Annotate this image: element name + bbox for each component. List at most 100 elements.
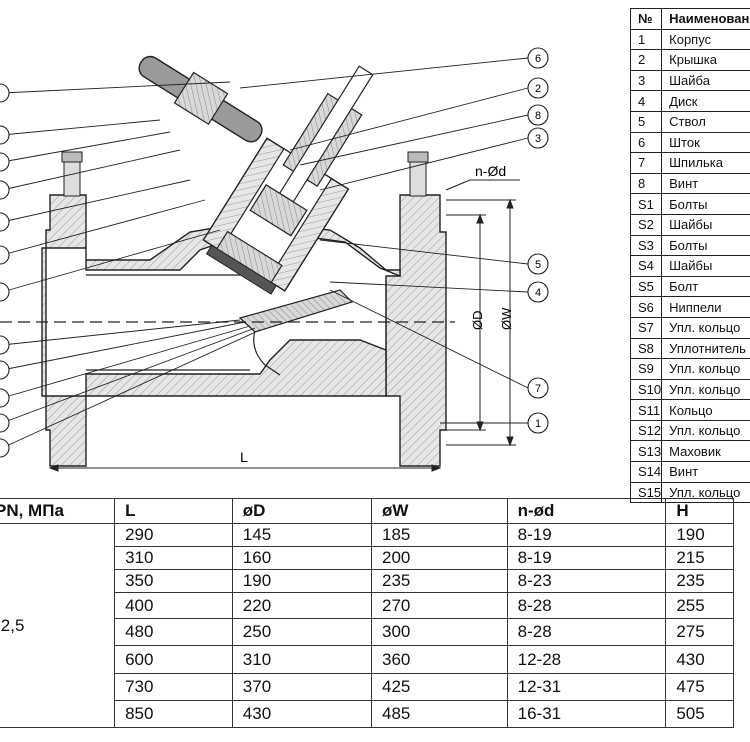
bonnet bbox=[202, 65, 374, 295]
dimensions-table: PN, МПа L øD øW n-ød H 1,6 / 2,529014518… bbox=[0, 498, 734, 728]
dim-n-od: 8-28 bbox=[506, 592, 667, 619]
part-name: Винт bbox=[661, 172, 750, 195]
dims-header-ow: øW bbox=[371, 498, 508, 524]
callout-circle bbox=[527, 104, 549, 126]
callout-number: 7 bbox=[535, 383, 541, 395]
part-number: S10 bbox=[629, 378, 663, 401]
dim-l: 350 bbox=[114, 569, 233, 593]
dim-n-od: 8-19 bbox=[506, 523, 667, 547]
dim-n-od: 12-31 bbox=[506, 673, 667, 701]
part-name: Болт bbox=[661, 275, 750, 298]
callout-circle bbox=[527, 77, 549, 99]
part-name: Маховик bbox=[661, 440, 750, 463]
dim-od: 190 bbox=[231, 569, 373, 593]
part-name: Корпус bbox=[661, 28, 750, 51]
part-name: Ниппели bbox=[661, 296, 750, 318]
callout-number: 3 bbox=[535, 133, 541, 145]
dim-ow: 185 bbox=[371, 523, 508, 547]
dim-h: 255 bbox=[665, 592, 734, 619]
part-name: Шпилька bbox=[661, 152, 750, 174]
part-number: S12 bbox=[629, 419, 663, 442]
part-name: Упл. кольцо bbox=[661, 316, 750, 339]
dim-l: 730 bbox=[114, 673, 233, 701]
dim-l: 850 bbox=[114, 700, 233, 728]
part-number: 7 bbox=[629, 152, 663, 174]
part-name: Шток bbox=[661, 131, 750, 154]
dims-header-nod: n-ød bbox=[506, 498, 667, 524]
dim-h: 235 bbox=[665, 569, 734, 593]
part-name: Шайба bbox=[661, 69, 750, 92]
right-flange bbox=[385, 194, 447, 467]
part-number: S1 bbox=[629, 193, 663, 215]
part-number: S3 bbox=[629, 234, 663, 257]
dim-l: 400 bbox=[114, 592, 233, 619]
dim-h: 190 bbox=[665, 523, 734, 547]
dim-h: 215 bbox=[665, 546, 734, 570]
dims-header-od: øD bbox=[231, 498, 373, 524]
dim-h: 275 bbox=[665, 618, 734, 646]
callout-circle bbox=[527, 377, 549, 399]
dim-h: 505 bbox=[665, 700, 734, 728]
part-name: Упл. кольцо bbox=[661, 419, 750, 442]
callout-number: 1 bbox=[535, 418, 541, 430]
part-name: Диск bbox=[661, 90, 750, 112]
dims-header-h: H bbox=[665, 498, 734, 524]
dim-od: 250 bbox=[231, 618, 373, 646]
part-number: S2 bbox=[629, 213, 663, 236]
handwheel bbox=[138, 55, 263, 143]
part-name: Шайбы bbox=[661, 213, 750, 236]
flange-nipples bbox=[61, 151, 429, 197]
callout-number: 2 bbox=[535, 83, 541, 95]
part-number: 8 bbox=[629, 172, 663, 195]
callout-circle bbox=[527, 127, 549, 149]
dim-h: 430 bbox=[665, 645, 734, 674]
part-number: 3 bbox=[629, 69, 663, 92]
callout-number: 4 bbox=[535, 287, 541, 299]
part-number: S8 bbox=[629, 337, 663, 360]
dimension-l-label: L bbox=[240, 449, 248, 465]
part-number: S4 bbox=[629, 255, 663, 277]
dim-od: 430 bbox=[231, 700, 373, 728]
left-flange bbox=[41, 194, 87, 467]
dims-header-l: L bbox=[114, 498, 233, 524]
part-number: 1 bbox=[629, 28, 663, 51]
dim-od: 145 bbox=[231, 523, 373, 547]
dim-ow: 235 bbox=[371, 569, 508, 593]
callout-circle bbox=[527, 412, 549, 434]
part-number: S13 bbox=[629, 440, 663, 463]
dim-od: 310 bbox=[231, 645, 373, 674]
callout-circle bbox=[527, 47, 549, 69]
dim-od: 370 bbox=[231, 673, 373, 701]
parts-header-num: № bbox=[629, 8, 663, 30]
part-number: S11 bbox=[629, 399, 663, 421]
left-callout-circles bbox=[0, 83, 10, 458]
dim-ow: 200 bbox=[371, 546, 508, 570]
dim-l: 600 bbox=[114, 645, 233, 674]
dim-ow: 360 bbox=[371, 645, 508, 674]
dim-n-od: 8-19 bbox=[506, 546, 667, 570]
callout-circle bbox=[527, 281, 549, 303]
dim-ow: 270 bbox=[371, 592, 508, 619]
dim-l: 310 bbox=[114, 546, 233, 570]
dim-n-od: 16-31 bbox=[506, 700, 667, 728]
